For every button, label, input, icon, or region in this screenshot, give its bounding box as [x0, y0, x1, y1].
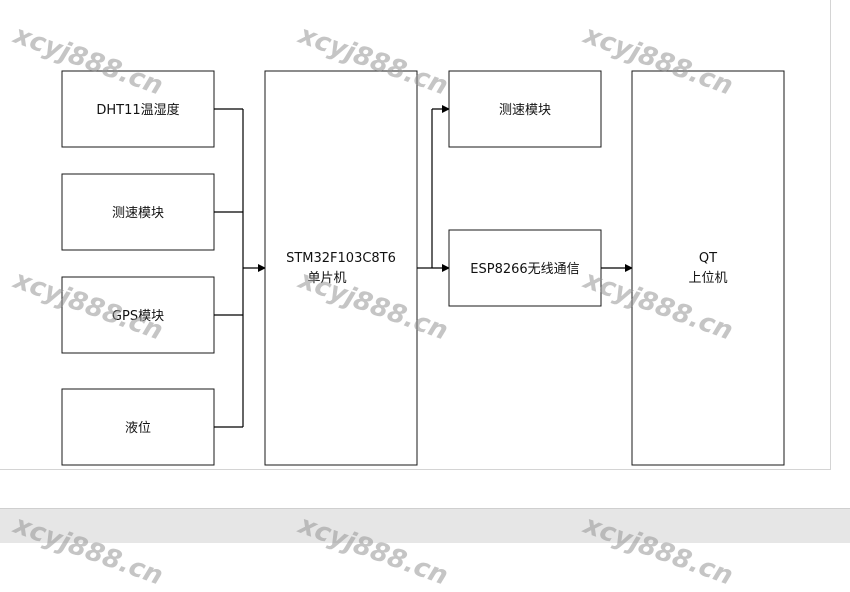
node-gps: GPS模块 [61, 276, 215, 354]
svg-text:测速模块: 测速模块 [499, 103, 551, 118]
svg-text:测速模块: 测速模块 [112, 206, 164, 221]
node-dht11: DHT11温湿度 [61, 70, 215, 148]
svg-text:单片机: 单片机 [307, 271, 346, 286]
svg-text:上位机: 上位机 [688, 271, 727, 286]
node-qt-host: QT 上位机 [631, 70, 785, 466]
svg-text:DHT11温湿度: DHT11温湿度 [96, 102, 179, 118]
svg-text:STM32F103C8T6: STM32F103C8T6 [286, 251, 396, 266]
svg-text:GPS模块: GPS模块 [112, 309, 164, 324]
svg-text:QT: QT [699, 251, 717, 266]
svg-text:液位: 液位 [125, 421, 151, 436]
node-level: 液位 [61, 388, 215, 466]
node-mcu: STM32F103C8T6 单片机 [264, 70, 418, 466]
output-edges [417, 105, 450, 272]
node-speed-output: 测速模块 [448, 70, 602, 148]
node-speed-input: 测速模块 [61, 173, 215, 251]
block-diagram: DHT11温湿度 测速模块 GPS模块 液位 STM32F103C8T6 单片机… [61, 70, 785, 466]
svg-text:ESP8266无线通信: ESP8266无线通信 [470, 262, 579, 277]
node-esp8266: ESP8266无线通信 [448, 229, 602, 307]
input-bus [214, 108, 266, 428]
lower-panel-strip [0, 508, 850, 543]
